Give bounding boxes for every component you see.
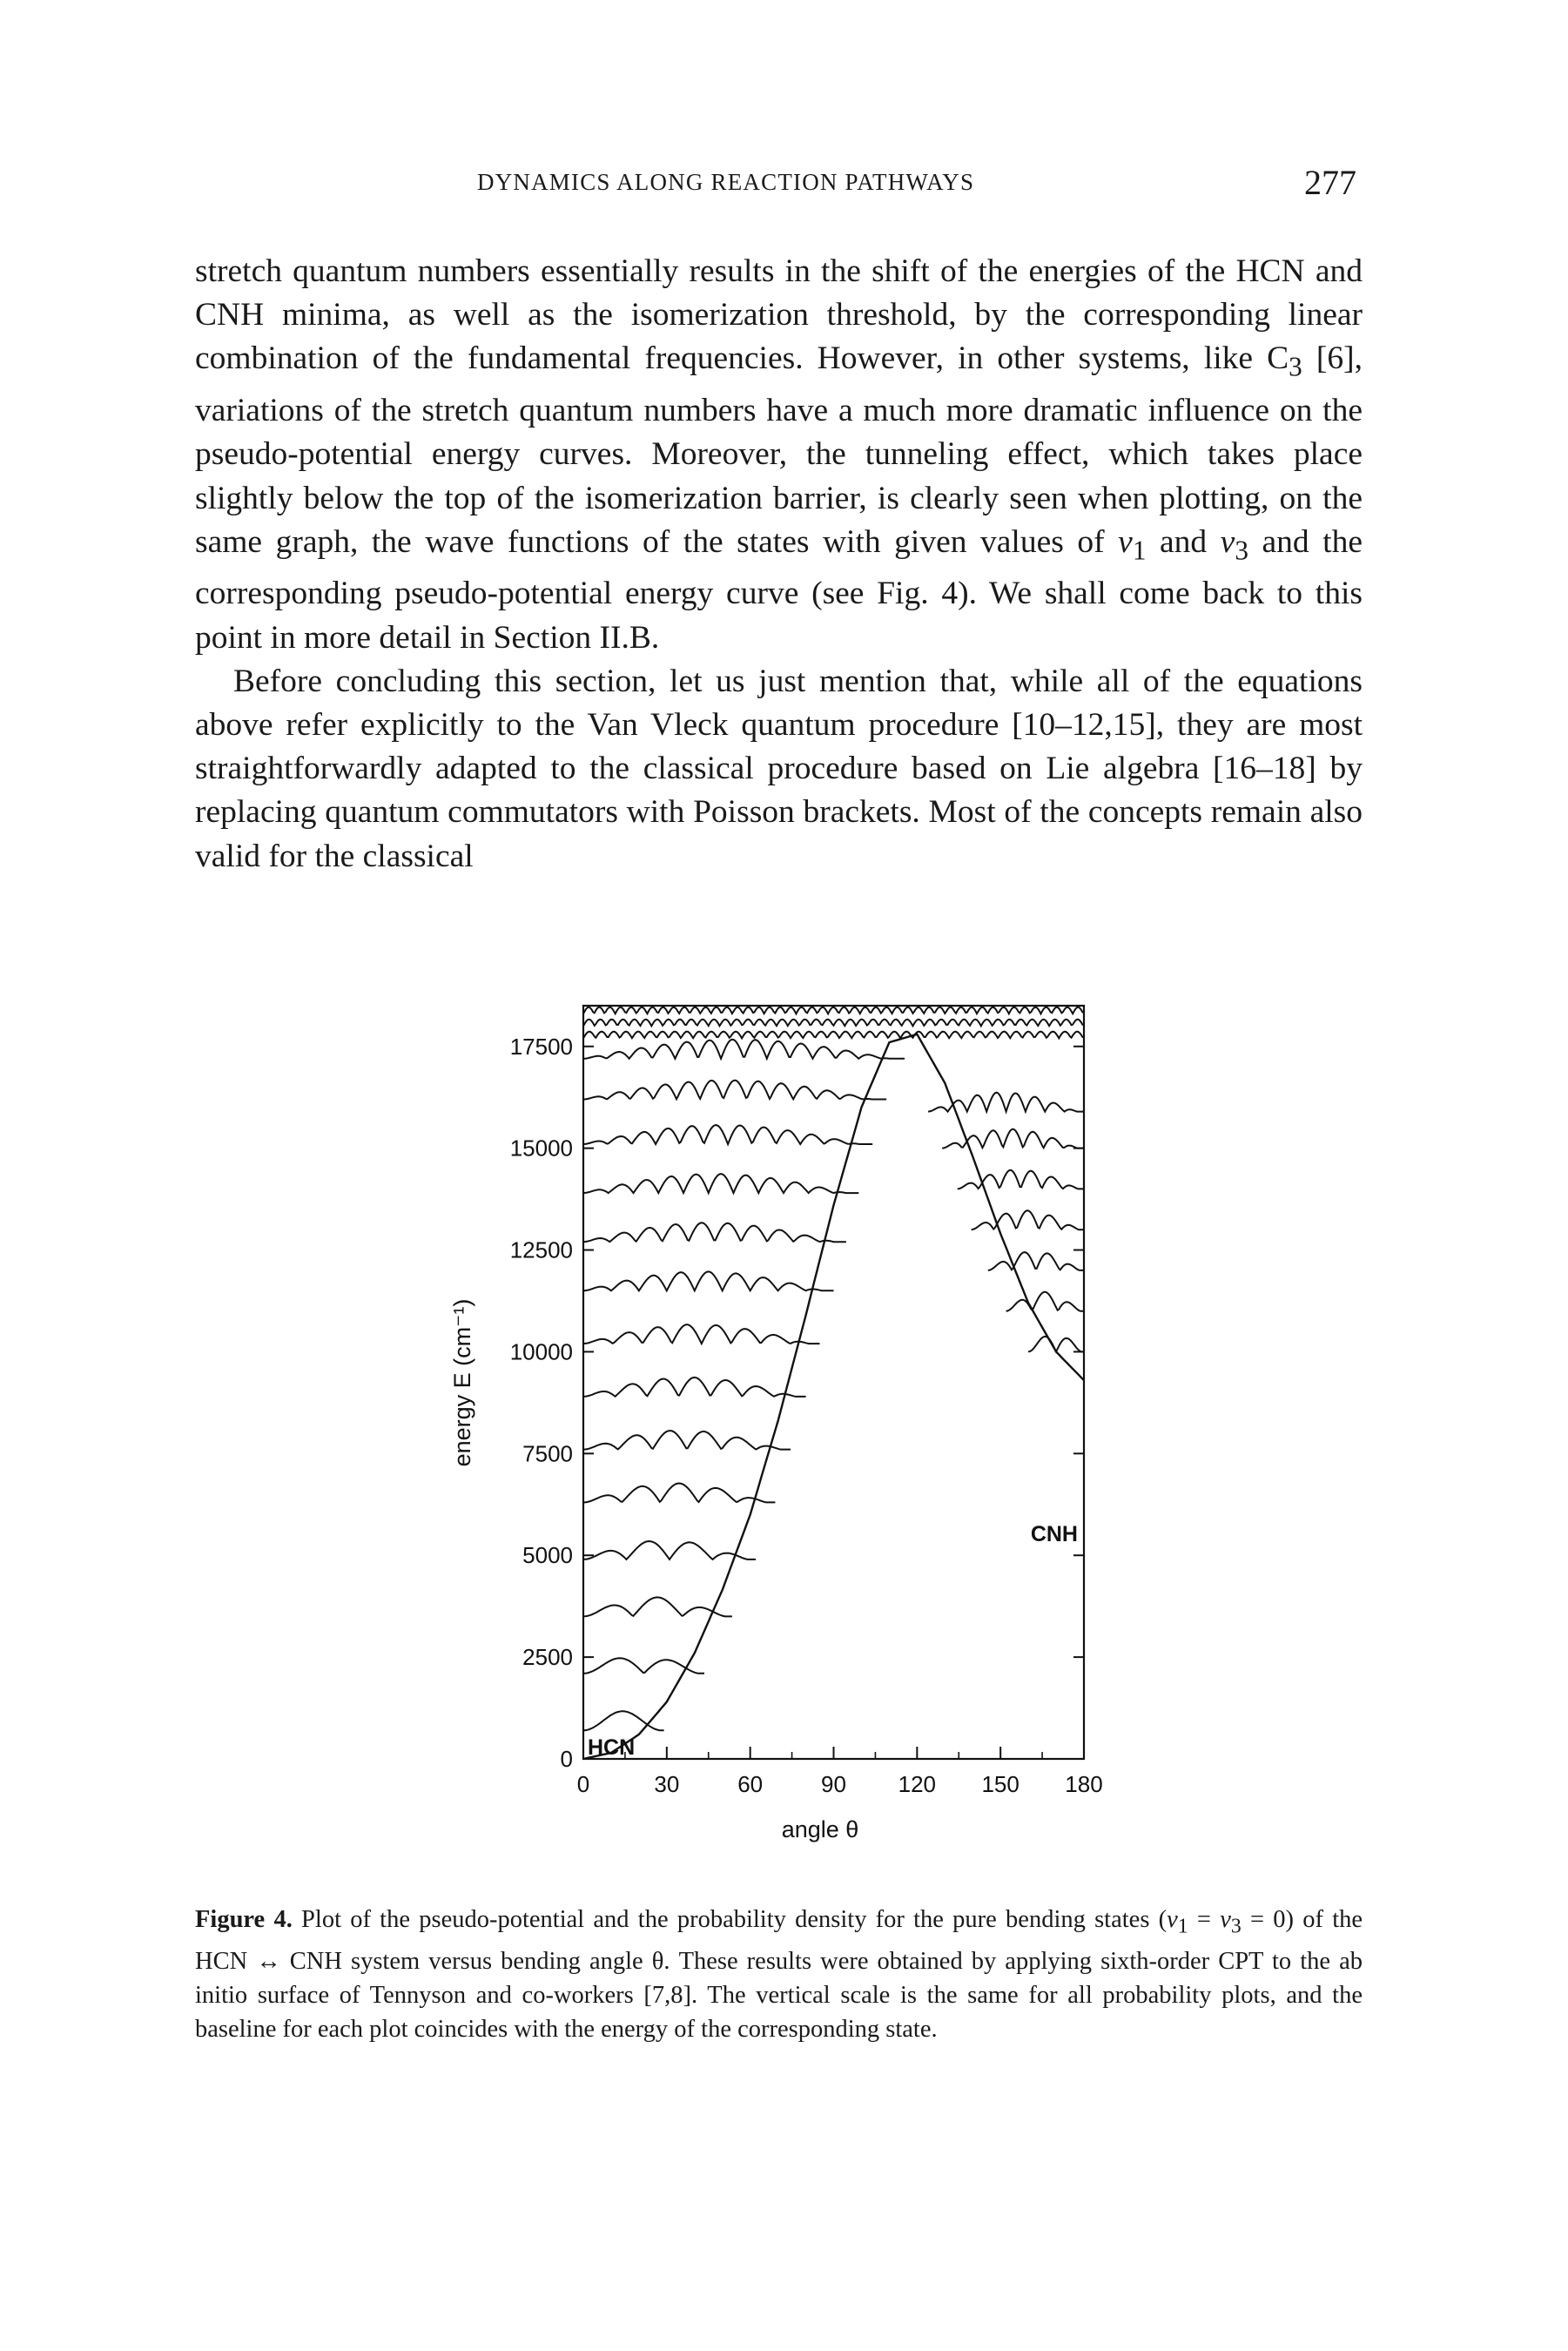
hcn-state-density [582,1324,820,1346]
hcn-state-density [582,1539,757,1561]
paragraph-2: Before concluding this section, let us j… [195,663,1363,874]
x-tick-label: 30 [654,1771,679,1797]
y-tick-label: 0 [561,1746,573,1772]
x-axis-label: angle θ [782,1816,859,1842]
hcn-state-density [582,1038,905,1061]
cnh-state-density [971,1209,1084,1231]
hcn-state-density [582,1376,806,1398]
paragraph-1: stretch quantum numbers essentially resu… [195,253,1363,656]
pseudo-potential-plot: 0 2500 5000 7500 10000 12500 15000 17500 0 30 60 90… [449,1004,1103,1842]
body-text: stretch quantum numbers essentially resu… [195,250,1363,879]
y-tick-label: 10000 [510,1338,573,1364]
running-head: DYNAMICS ALONG REACTION PATHWAYS [477,169,975,195]
cnh-state-density [1027,1335,1084,1354]
above-barrier-state-density [582,1018,1085,1028]
hcn-state-density [583,1430,791,1451]
y-tick-label: 15000 [510,1135,573,1162]
hcn-state-density [583,1657,704,1674]
x-tick-label: 60 [737,1771,763,1797]
x-tick-label: 180 [1065,1771,1102,1797]
hcn-state-density [582,1710,664,1732]
cnh-state-density [1006,1290,1084,1312]
y-axis-label: energy E (cm⁻¹) [449,1299,475,1467]
y-tick-label: 17500 [510,1034,573,1060]
x-tick-label: 150 [981,1771,1019,1797]
above-barrier-state-density [582,1006,1085,1016]
hcn-state-density [582,1173,859,1196]
cnh-state-density [927,1091,1084,1115]
x-tick-label: 90 [821,1771,846,1797]
cnh-label: CNH [1031,1522,1078,1546]
page-number: 277 [1304,163,1356,202]
x-tick-label: 0 [577,1771,589,1797]
y-tick-label: 2500 [522,1644,573,1670]
plot-frame [582,1004,1086,1761]
y-tick-label: 12500 [510,1237,573,1263]
figure-4: 0 2500 5000 7500 10000 12500 15000 17500 0 30 60 90… [409,993,1123,1881]
cnh-state-density [987,1251,1084,1271]
y-tick-label: 7500 [522,1440,573,1466]
hcn-state-density [582,1270,834,1293]
potential-curve [582,1033,1085,1761]
y-tick-label: 5000 [522,1542,573,1568]
figure-label: Figure 4. [195,1906,293,1933]
hcn-state-density [582,1124,873,1147]
hcn-state-density [582,1222,846,1243]
figure-caption: Figure 4. Plot of the pseudo-potential a… [195,1906,1363,2043]
x-tick-label: 120 [898,1771,936,1797]
hcn-state-density [582,1596,732,1618]
above-barrier-state-density [582,1030,1085,1041]
hcn-state-density [583,1482,776,1504]
hcn-state-density [583,1079,887,1101]
hcn-label: HCN [588,1735,635,1760]
cnh-state-density [942,1128,1084,1150]
cnh-state-density [957,1169,1084,1190]
